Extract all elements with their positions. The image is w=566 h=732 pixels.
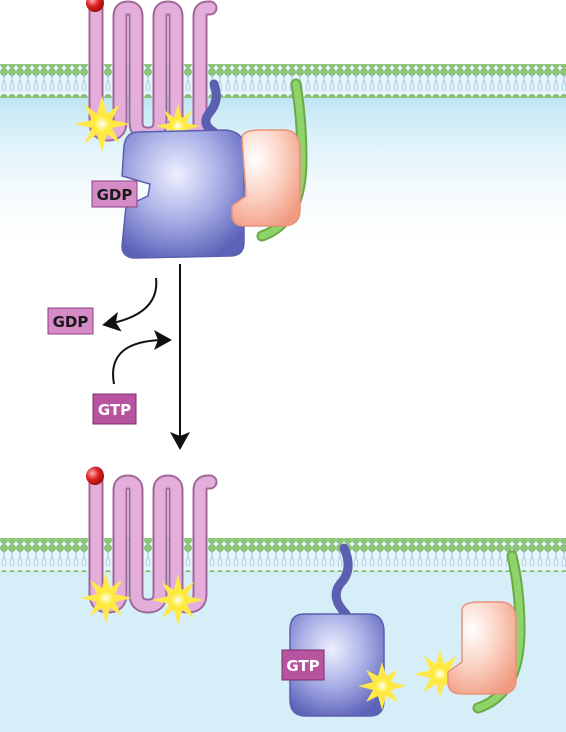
alpha-subunit-bottom <box>289 543 385 717</box>
alpha-subunit-top <box>121 79 245 259</box>
gtp-binding-arrow <box>112 330 172 385</box>
inactive-state-panel: GDP <box>0 0 566 259</box>
plasma-membrane-bottom <box>0 538 566 572</box>
exchange-transition: GDP GTP <box>47 264 190 450</box>
beta-subunit-bottom <box>447 601 517 695</box>
gdp-released-label: GDP <box>53 313 89 331</box>
plasma-membrane-top <box>0 64 566 98</box>
beta-subunit-top <box>231 129 301 227</box>
gdp-bound-box <box>91 180 138 208</box>
gtp-incoming-label: GTP <box>98 401 131 419</box>
active-state-panel: GTP <box>0 466 566 732</box>
ligand-dot-icon <box>86 0 104 12</box>
starburst-icon <box>358 662 406 710</box>
starburst-icon <box>74 96 130 152</box>
starburst-icon <box>80 572 132 624</box>
gtp-bound-label: GTP <box>286 657 319 675</box>
gdp-released-box <box>47 307 94 335</box>
gdp-release-arrow <box>102 277 158 332</box>
starburst-icon <box>152 574 204 626</box>
ligand-dot-icon <box>86 467 104 485</box>
gtp-bound-box <box>281 649 325 681</box>
gtp-incoming-box <box>92 393 137 425</box>
gdp-bound-label: GDP <box>97 186 133 204</box>
